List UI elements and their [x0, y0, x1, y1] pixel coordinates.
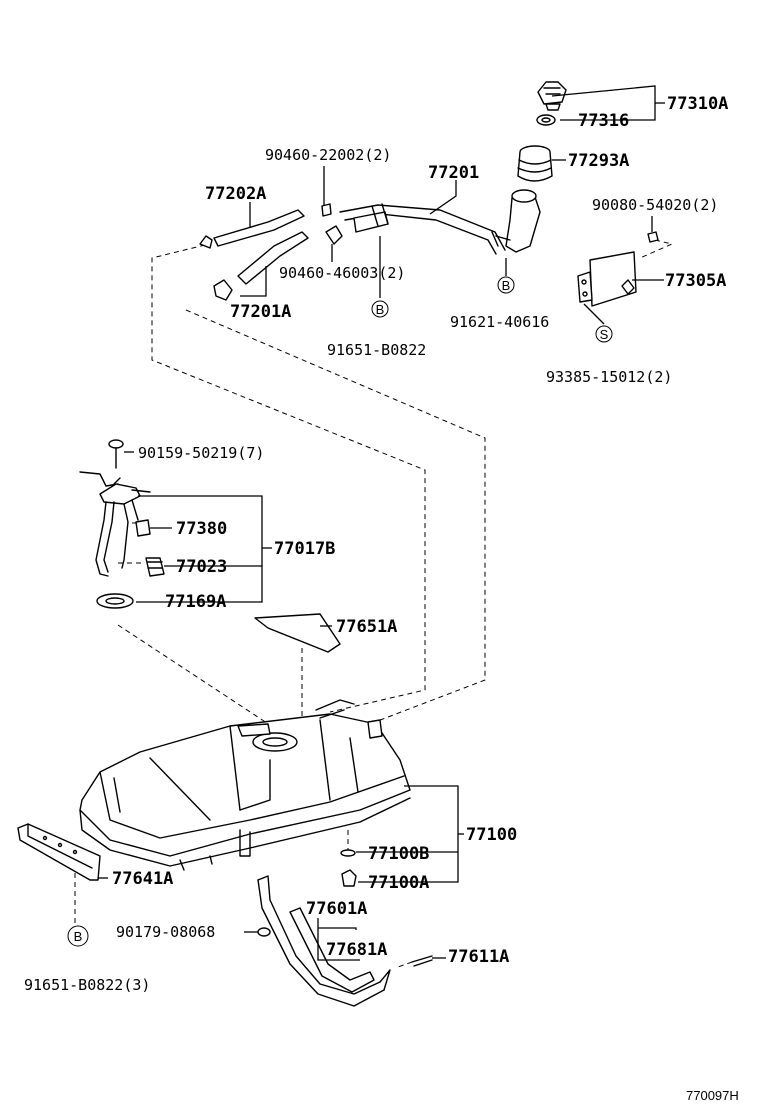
label-93385-15012: 93385-15012(2)	[546, 368, 672, 386]
label-91651-B0822-3: 91651-B0822(3)	[24, 976, 150, 994]
label-77310A: 77310A	[667, 94, 728, 114]
label-77641A: 77641A	[112, 869, 173, 889]
label-77201A: 77201A	[230, 302, 291, 322]
label-77380: 77380	[176, 519, 227, 539]
label-77100B: 77100B	[368, 844, 429, 864]
label-91651-B0822: 91651-B0822	[327, 341, 426, 359]
label-77202A: 77202A	[205, 184, 266, 204]
leader-lines	[98, 85, 665, 961]
label-77017B: 77017B	[274, 539, 335, 559]
label-90460-22002: 90460-22002(2)	[265, 146, 391, 164]
marker-s-text: S	[600, 327, 609, 342]
label-90159-50219: 90159-50219(7)	[138, 444, 264, 462]
plate-77651A-drawing	[254, 613, 341, 653]
tank-band-drawing	[257, 875, 433, 1007]
fuel-cap-drawing	[536, 81, 567, 126]
label-91621-40616: 91621-40616	[450, 313, 549, 331]
diagram-code: 770097H	[686, 1088, 739, 1103]
label-77611A: 77611A	[448, 947, 509, 967]
marker-b-2: B	[497, 276, 515, 294]
label-77023: 77023	[176, 557, 227, 577]
sender-assembly-drawing	[79, 471, 165, 609]
marker-b-1: B	[371, 300, 389, 318]
bracket-77641A-drawing	[17, 823, 101, 881]
screw-drawing	[108, 439, 124, 469]
label-77100A: 77100A	[368, 873, 429, 893]
filler-pipe-drawing	[339, 189, 541, 255]
label-90179-08068: 90179-08068	[116, 923, 215, 941]
drain-plug-drawing	[340, 849, 357, 887]
fuel-tank-drawing	[79, 699, 411, 871]
label-77305A: 77305A	[665, 271, 726, 291]
marker-b-3-text: B	[74, 929, 83, 944]
label-77293A: 77293A	[568, 151, 629, 171]
label-77100: 77100	[466, 825, 517, 845]
label-77316: 77316	[578, 111, 629, 131]
marker-b-2-text: B	[502, 278, 511, 293]
label-77201: 77201	[428, 163, 479, 183]
label-77169A: 77169A	[165, 592, 226, 612]
fuel-lid-drawing	[577, 231, 659, 307]
marker-b-1-text: B	[376, 302, 385, 317]
label-77601A: 77601A	[306, 899, 367, 919]
label-77681A: 77681A	[326, 940, 387, 960]
label-90080-54020: 90080-54020(2)	[592, 196, 718, 214]
marker-b-3: B	[67, 925, 89, 947]
filler-grommet-drawing	[517, 145, 553, 182]
label-77651A: 77651A	[336, 617, 397, 637]
hoses-drawing	[199, 203, 343, 301]
label-90460-46003: 90460-46003(2)	[279, 264, 405, 282]
marker-s: S	[595, 325, 613, 343]
